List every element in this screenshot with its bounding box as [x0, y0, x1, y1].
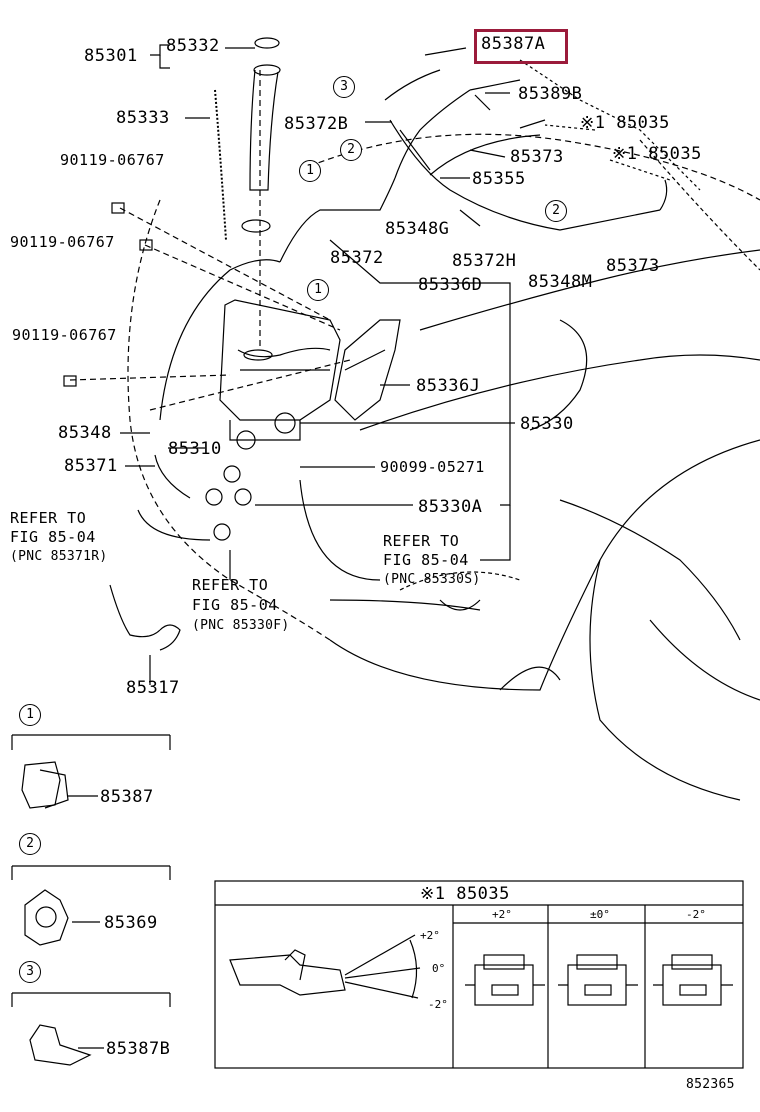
callout-85301: 85301: [84, 46, 138, 66]
callout-85355: 85355: [472, 169, 526, 189]
callout-90099: 90099-05271: [380, 458, 485, 476]
callout-85310: 85310: [168, 439, 222, 459]
legend-part-85369: 85369: [104, 913, 158, 933]
refer-note-3-line-3: (PNC 85330S): [383, 572, 481, 587]
legend-circle-1: 1: [19, 704, 41, 726]
refer-note-1-line-3: (PNC 85371R): [10, 549, 108, 564]
callout-90119-a: 90119-06767: [60, 151, 165, 169]
callout-85371: 85371: [64, 456, 118, 476]
nozzle-table-title: ※1 85035: [420, 884, 510, 904]
marker-circle-3: 3: [333, 76, 355, 98]
refer-note-2-line-2: FIG 85-04: [192, 596, 278, 614]
marker-circle-2-a: 2: [340, 139, 362, 161]
refer-note-1-line-1: REFER TO: [10, 509, 87, 527]
callout-85348M: 85348M: [528, 272, 593, 292]
highlight-frame: [474, 29, 568, 64]
nozzle-col-zero: ±0°: [590, 908, 610, 921]
marker-circle-1-a: 1: [299, 160, 321, 182]
callout-85348: 85348: [58, 423, 112, 443]
callout-85372B: 85372B: [284, 114, 349, 134]
nozzle-angle-zero: 0°: [432, 962, 446, 975]
nozzle-col-plus2: +2°: [492, 908, 512, 921]
callout-85332: 85332: [166, 36, 220, 56]
callout-85317: 85317: [126, 678, 180, 698]
marker-circle-2-b: 2: [545, 200, 567, 222]
refer-note-3-line-1: REFER TO: [383, 532, 460, 550]
legend-circle-3: 3: [19, 961, 41, 983]
callout-85330A: 85330A: [418, 497, 483, 517]
nozzle-angle-plus2: +2°: [420, 929, 440, 942]
refer-note-1-line-2: FIG 85-04: [10, 528, 96, 546]
callout-85035-a: ※1 85035: [580, 113, 670, 133]
legend-part-85387B: 85387B: [106, 1039, 171, 1059]
callout-85373-a: 85373: [510, 147, 564, 167]
refer-note-2-line-3: (PNC 85330F): [192, 618, 290, 633]
callout-85035-b: ※1 85035: [612, 144, 702, 164]
callout-85336D: 85336D: [418, 275, 483, 295]
refer-note-3-line-2: FIG 85-04: [383, 551, 469, 569]
callout-85387A: 85387A: [481, 34, 546, 54]
callout-90119-c: 90119-06767: [12, 326, 117, 344]
callout-90119-b: 90119-06767: [10, 233, 115, 251]
callout-85330: 85330: [520, 414, 574, 434]
nozzle-angle-minus2: -2°: [428, 998, 448, 1011]
callout-85348G: 85348G: [385, 219, 450, 239]
refer-note-2-line-1: REFER TO: [192, 576, 269, 594]
callout-85372H: 85372H: [452, 251, 517, 271]
callout-85389B: 85389B: [518, 84, 583, 104]
callout-85336J: 85336J: [416, 376, 481, 396]
figure-id: 852365: [686, 1077, 735, 1092]
callout-85333: 85333: [116, 108, 170, 128]
legend-circle-2: 2: [19, 833, 41, 855]
callout-85372: 85372: [330, 248, 384, 268]
marker-circle-1-b: 1: [307, 279, 329, 301]
callout-85373-b: 85373: [606, 256, 660, 276]
nozzle-col-minus2: -2°: [686, 908, 706, 921]
legend-part-85387: 85387: [100, 787, 154, 807]
